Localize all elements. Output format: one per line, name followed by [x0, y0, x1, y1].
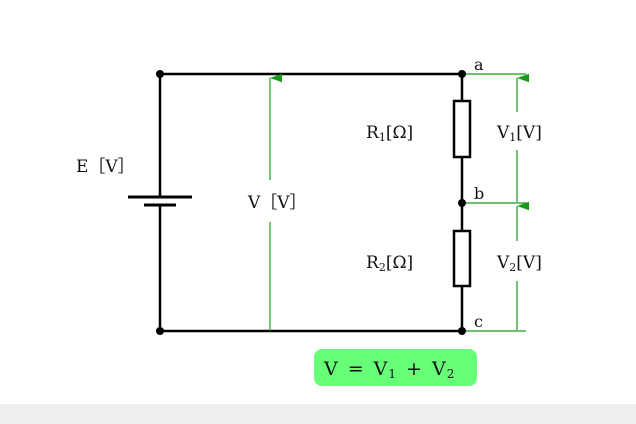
v2-label: V2[V]	[496, 253, 542, 274]
formula-lhs: V	[323, 358, 338, 380]
node-top-left	[156, 70, 164, 78]
node-bottom-left	[156, 327, 164, 335]
formula-box	[314, 349, 477, 386]
formula-term2: V	[431, 358, 446, 380]
wires	[158, 72, 464, 333]
r1-main: R	[366, 123, 380, 143]
battery-symbol	[128, 195, 192, 207]
v2-unit: [V]	[516, 253, 542, 273]
voltage-indicators	[269, 74, 526, 332]
v1-unit: [V]	[516, 123, 542, 143]
r2-main: R	[366, 253, 380, 273]
r1-unit: [Ω]	[386, 123, 413, 143]
total-voltage-label: V［V］	[247, 193, 307, 213]
formula-text: V=V1+V2	[323, 358, 454, 381]
node-c-label: c	[474, 312, 483, 331]
source-label: E［V］	[76, 157, 135, 177]
v1-main: V	[496, 123, 510, 143]
node-b	[458, 199, 466, 207]
r2-unit: [Ω]	[386, 253, 413, 273]
r1-label: R1[Ω]	[366, 123, 413, 144]
formula-term1-subscript: 1	[388, 367, 396, 381]
v2-subscript: 2	[509, 261, 516, 274]
r2-subscript: 2	[379, 261, 386, 274]
formula-term2-subscript: 2	[447, 367, 455, 381]
formula-equals: =	[348, 358, 364, 380]
node-c	[458, 327, 466, 335]
formula-term1: V	[373, 358, 388, 380]
r2-label: R2[Ω]	[366, 253, 413, 274]
r1-subscript: 1	[379, 131, 386, 144]
resistor-r1	[452, 99, 472, 159]
v1-label: V1[V]	[496, 123, 542, 144]
junction-dots	[156, 70, 466, 335]
node-b-label: b	[474, 184, 484, 203]
resistor-r2	[452, 229, 472, 288]
v1-subscript: 1	[509, 131, 516, 144]
formula-plus: +	[406, 358, 422, 380]
node-a-label: a	[474, 55, 484, 74]
v2-main: V	[496, 253, 510, 273]
bottom-band	[0, 404, 636, 424]
node-a	[458, 70, 466, 78]
